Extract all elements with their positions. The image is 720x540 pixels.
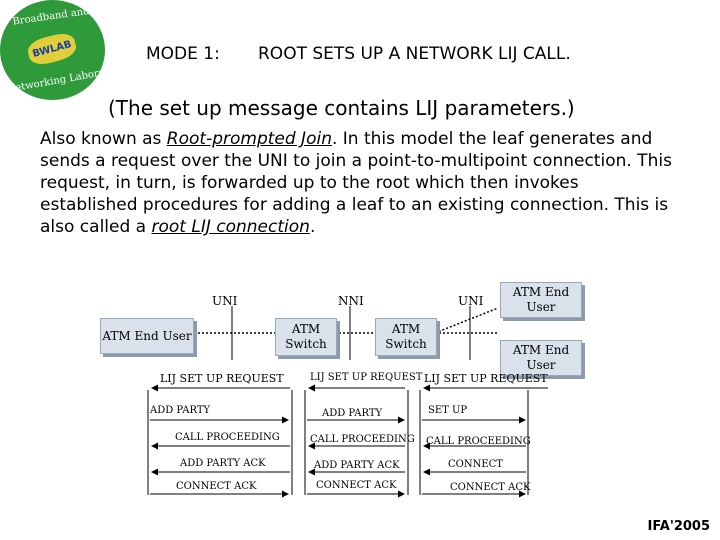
msg-add-party-2: ADD PARTY — [322, 408, 383, 419]
msg-connect-ack-3: CONNECT ACK — [450, 482, 531, 493]
msg-lij-setup-1: LIJ SET UP REQUEST — [160, 372, 284, 385]
footer-label: IFA'2005 — [647, 519, 710, 534]
interface-label-uni-right: UNI — [458, 294, 484, 308]
mode-label: MODE 1: — [146, 44, 220, 64]
msg-add-party-ack-2: ADD PARTY ACK — [314, 460, 400, 471]
description-paragraph: Also known as Root-prompted Join. In thi… — [40, 128, 680, 238]
msg-call-proceeding-1: CALL PROCEEDING — [175, 432, 280, 443]
node-atm-end-user-right-upper: ATM End User — [500, 282, 582, 318]
link-uni-right-upper — [434, 307, 499, 334]
msg-lij-setup-3: LIJ SET UP REQUEST — [424, 372, 548, 385]
interface-label-nni: NNI — [338, 294, 364, 308]
msg-call-proceeding-2: CALL PROCEEDING — [310, 434, 415, 445]
msg-connect: CONNECT — [448, 459, 503, 470]
msg-call-proceeding-3: CALL PROCEEDING — [426, 436, 531, 447]
node-atm-end-user-left: ATM End User — [100, 318, 194, 354]
node-atm-end-user-right-lower: ATM End User — [500, 340, 582, 376]
para-text-3: . — [309, 217, 316, 237]
term-root-lij-connection: root LIJ connection — [151, 217, 310, 237]
slide-title: ROOT SETS UP A NETWORK LIJ CALL. — [258, 44, 571, 64]
term-root-prompted-join: Root-prompted Join — [166, 129, 332, 149]
para-text-2: . In this model the leaf generates and s… — [40, 129, 672, 237]
para-text-1: Also known as — [40, 129, 167, 149]
lab-logo: Broadband and Wireless BWLAB Networking … — [0, 0, 105, 100]
node-atm-switch-2: ATM Switch — [375, 318, 437, 356]
interface-label-uni-left: UNI — [212, 294, 238, 308]
msg-setup: SET UP — [428, 405, 468, 416]
msg-connect-ack-1: CONNECT ACK — [176, 481, 257, 492]
slide-subtitle: (The set up message contains LIJ paramet… — [108, 96, 575, 120]
msg-add-party-1: ADD PARTY — [150, 405, 211, 416]
msg-add-party-ack-1: ADD PARTY ACK — [180, 458, 266, 469]
msg-connect-ack-2: CONNECT ACK — [316, 480, 397, 491]
node-atm-switch-1: ATM Switch — [275, 318, 337, 356]
msg-lij-setup-2: LIJ SET UP REQUEST — [310, 372, 423, 383]
